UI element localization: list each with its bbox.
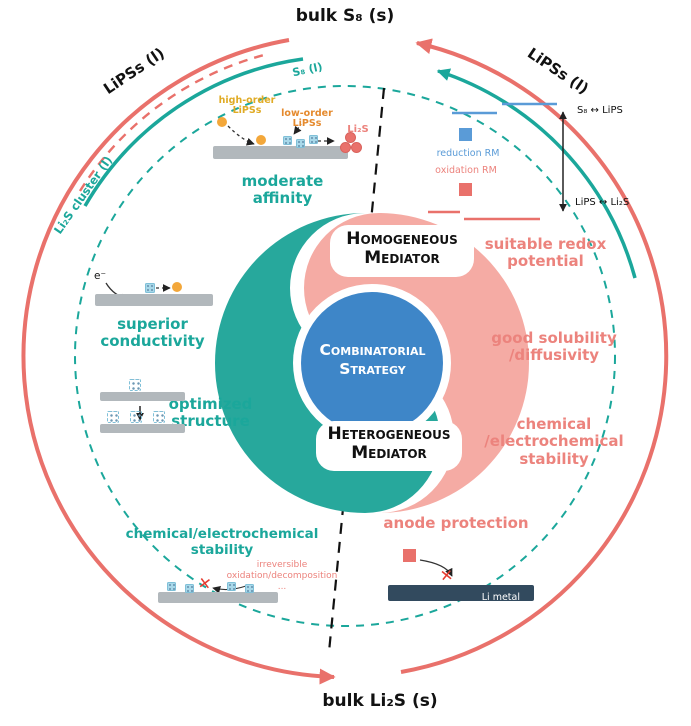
red-arc-left (21, 38, 336, 685)
reduction-rm-label: reduction RM (436, 148, 500, 159)
electrode-bar-stability (158, 592, 278, 603)
irreversible-decomposition-label: irreversible oxidation/decomposition ... (226, 560, 338, 592)
low-order-particle (245, 584, 254, 593)
li2s-particle (345, 132, 356, 143)
host-bar-bottom (100, 424, 185, 433)
high-order-arrow (227, 125, 255, 146)
homogeneous-mediator-label: Homogeneous Mediator (346, 229, 458, 269)
heterogeneous-chip: Heterogeneous Mediator (316, 421, 462, 471)
li2s-particle (340, 142, 351, 153)
x-mark-icon: ✕ (438, 565, 455, 586)
s8-lips-equation: S₈ ↔ LiPS (577, 105, 623, 116)
dashed-particle (129, 379, 141, 391)
low-order-particle (309, 135, 318, 144)
stability-left-label: chemical/electrochemical stability (125, 526, 319, 559)
bottom-label: bulk Li₂S (s) (322, 691, 438, 711)
li2s-particle (351, 142, 362, 153)
low-order-particle (145, 283, 155, 293)
dashed-particle (153, 411, 165, 423)
lips-li2s-equation: LiPS ↔ Li₂S (575, 197, 630, 208)
moderate-affinity-label: moderate affinity (241, 172, 324, 208)
oxidation-rm-label: oxidation RM (435, 165, 497, 176)
red-dashed-arc-top-left (78, 53, 265, 192)
dashed-particle (107, 411, 119, 423)
electron-label: e⁻ (94, 270, 107, 282)
dashed-particle (130, 411, 142, 423)
electrode-bar-conductivity (95, 294, 213, 306)
polysulfide-dot (256, 135, 266, 145)
high-order-lipss-label: high-order LiPSs (218, 95, 276, 117)
good-solubility-label: good solubility /diffusivity (491, 329, 617, 365)
low-order-lipss-label: low-order LiPSs (281, 108, 333, 130)
low-order-arrow (293, 123, 302, 135)
reduction-rm-square (459, 128, 472, 141)
low-order-particle (185, 584, 194, 593)
teal-arc-top-left (83, 57, 304, 207)
homogeneous-chip: Homogeneous Mediator (330, 225, 474, 277)
low-order-particle (227, 582, 236, 591)
heterogeneous-mediator-label: Heterogeneous Mediator (327, 424, 451, 464)
polysulfide-dot (172, 282, 182, 292)
polysulfide-dot (217, 117, 227, 127)
combinatorial-strategy-label: Combinatorial Strategy (319, 341, 426, 379)
optimized-structure-label: optimized structure (168, 395, 253, 431)
center-blue-circle (301, 292, 443, 434)
anode-protection-label: anode protection (383, 514, 529, 532)
anode-attack-arrow (419, 559, 453, 577)
suitable-redox-label: suitable redox potential (484, 235, 607, 271)
stability-right-label: chemical /electrochemical stability (484, 415, 624, 468)
host-bar-top (100, 392, 185, 401)
teal-dashed-circle (74, 85, 616, 627)
li-metal-label: Li metal (481, 592, 520, 603)
x-mark-icon: ✕ (196, 573, 213, 594)
superior-conductivity-label: superior conductivity (100, 315, 205, 351)
low-order-particle (296, 139, 305, 148)
oxidation-rm-square (459, 183, 472, 196)
redox-mediator-square (403, 549, 416, 562)
li-metal-bar: Li metal (388, 585, 534, 603)
low-order-particle (167, 582, 176, 591)
low-order-particle (283, 136, 292, 145)
top-label: bulk S₈ (s) (295, 6, 395, 26)
red-arc-right (400, 38, 669, 674)
li2s-particle-label: Li₂S (347, 124, 369, 135)
electrode-bar-affinity (213, 146, 348, 159)
